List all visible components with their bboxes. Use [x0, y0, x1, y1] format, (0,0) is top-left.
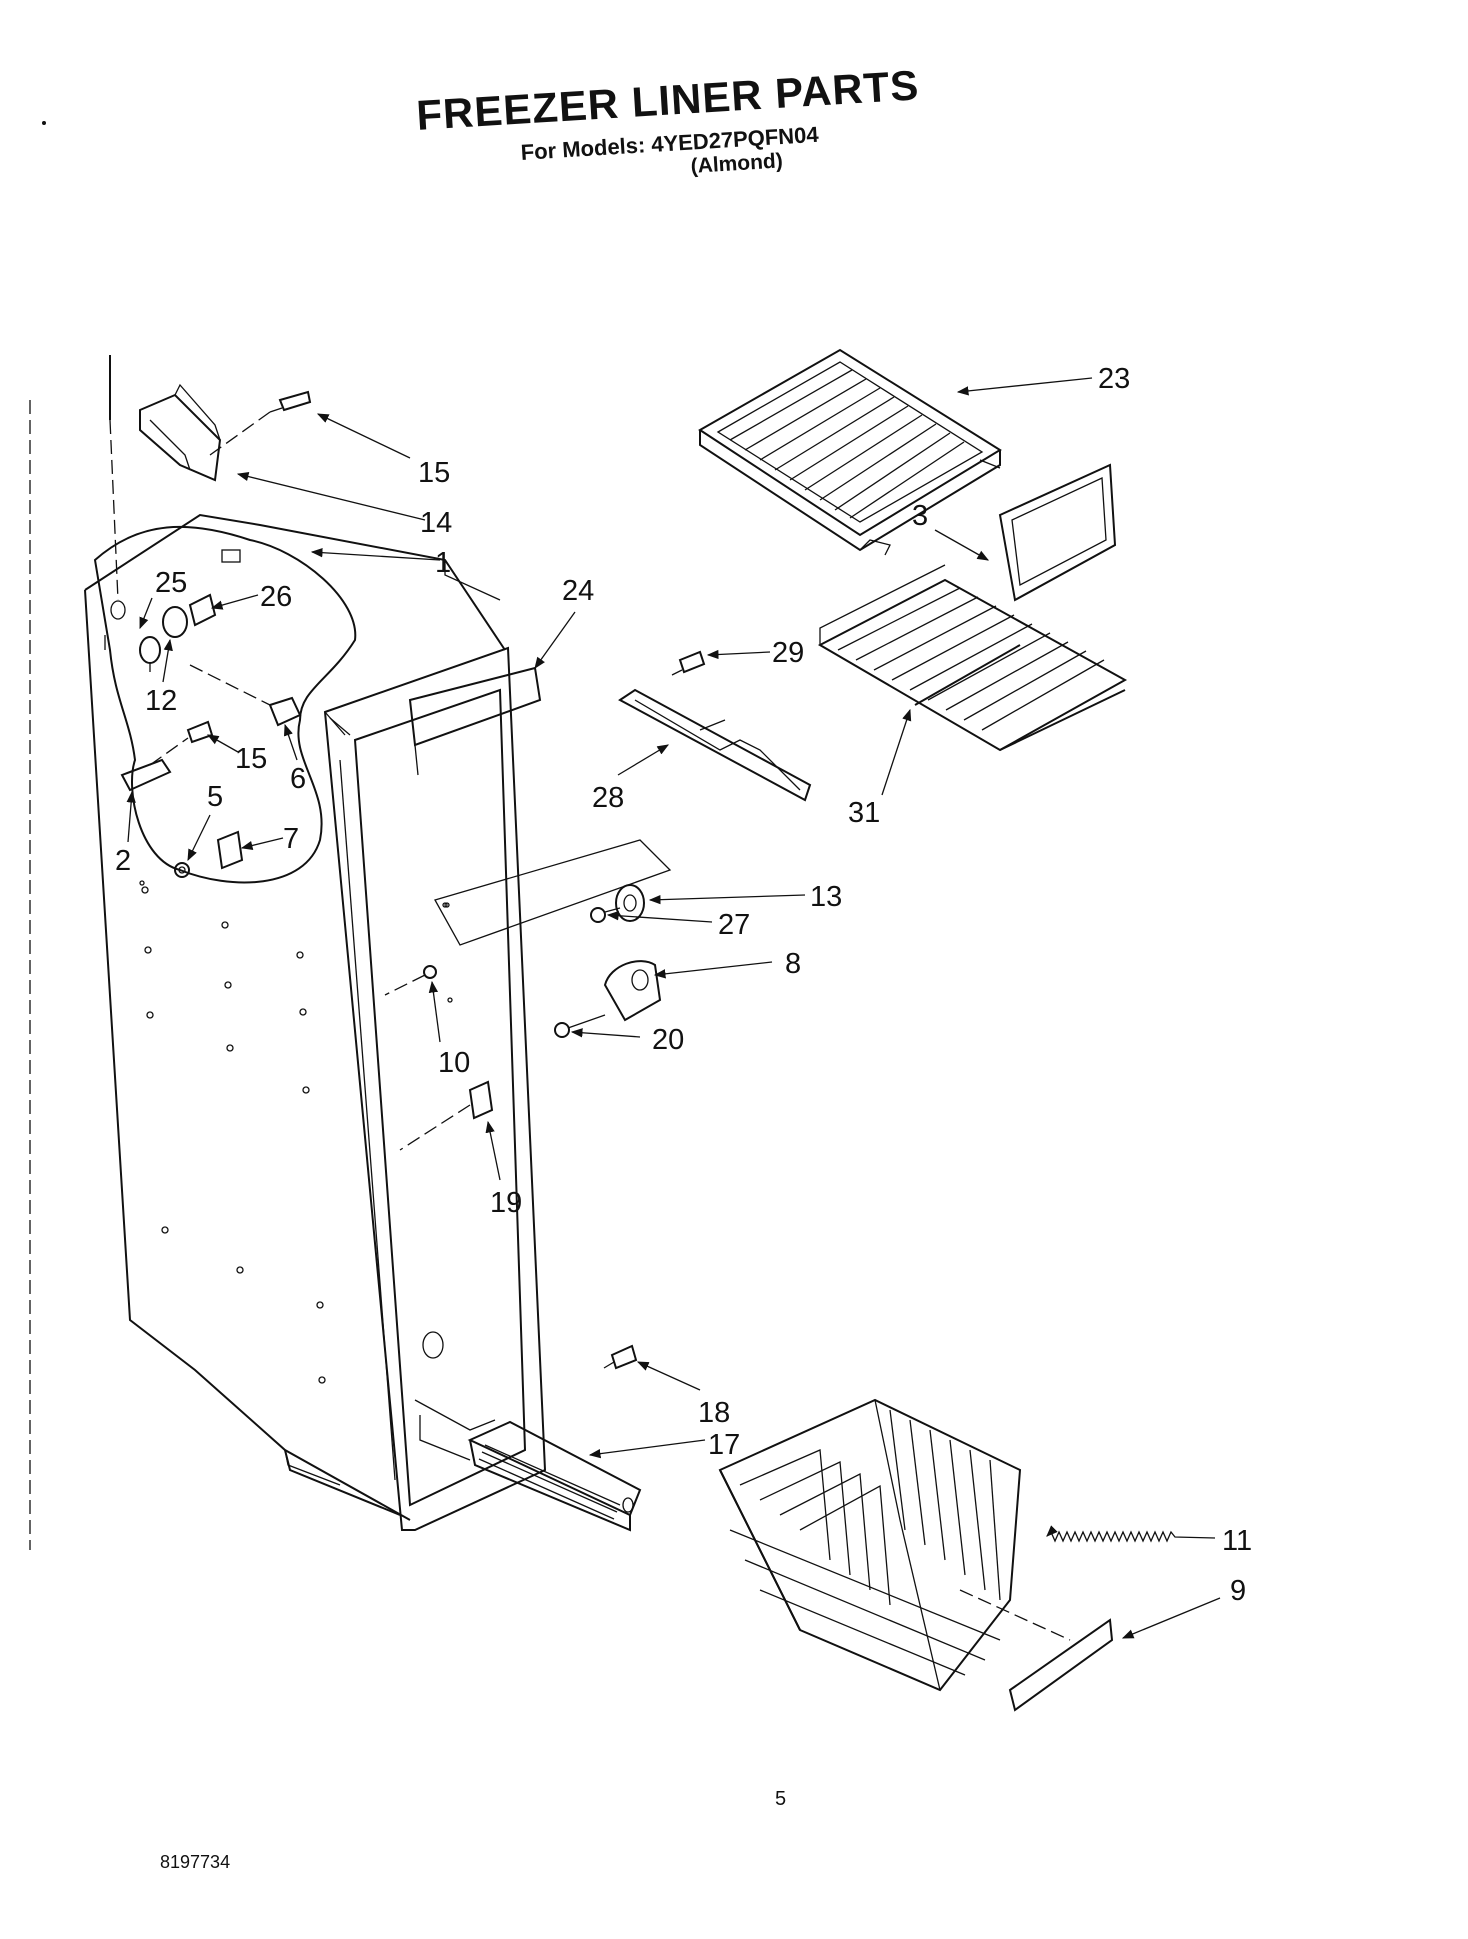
callout-3: 3 [912, 500, 928, 532]
callout-26: 26 [260, 581, 292, 613]
screw-part-20 [554, 1014, 606, 1038]
screw-part-29 [671, 650, 706, 676]
callout-25: 25 [155, 567, 187, 599]
callout-1: 1 [435, 547, 451, 579]
callout-10: 10 [438, 1047, 470, 1079]
control-panel-label [434, 839, 672, 946]
callout-15-middle: 15 [235, 743, 267, 775]
screw-part-18 [603, 1344, 638, 1370]
stud-part-10 [384, 965, 437, 996]
clip-part-6 [268, 696, 302, 727]
callout-6: 6 [290, 763, 306, 795]
grille-part-17 [467, 1420, 642, 1532]
housing-part-8 [603, 960, 662, 1022]
switch-part-7 [216, 830, 244, 870]
callout-31: 31 [848, 797, 880, 829]
callout-7: 7 [283, 823, 299, 855]
wire-basket-part-11 [718, 1398, 1071, 1692]
margin-marks [29, 121, 46, 1550]
callout-19: 19 [490, 1187, 522, 1219]
callout-24: 24 [562, 575, 594, 607]
page-number: 5 [775, 1788, 787, 1810]
callout-28: 28 [592, 782, 624, 814]
bracket-part-14 [139, 383, 222, 482]
bracket-part-2 [120, 758, 172, 792]
knob-part-13 [615, 884, 645, 922]
callout-29: 29 [772, 637, 804, 669]
freezer-liner-part-1 [84, 355, 547, 1531]
callout-18: 18 [698, 1397, 730, 1429]
document-number: 8197734 [160, 1852, 231, 1872]
connector-part-19 [399, 1080, 494, 1151]
wire-shelf-part-31 [817, 564, 1128, 752]
basket-trim-part-9 [1008, 1618, 1114, 1712]
callout-23: 23 [1098, 363, 1130, 395]
callout-17: 17 [708, 1429, 740, 1461]
light-assembly [139, 593, 271, 706]
callout-27: 27 [718, 909, 750, 941]
screw-part-15-top [209, 390, 312, 456]
shelf-rail-part-28 [618, 688, 812, 802]
callout-13: 13 [810, 881, 842, 913]
callout-5: 5 [207, 781, 223, 813]
shelf-trim-part-3 [998, 463, 1117, 602]
callout-leaders [126, 377, 1221, 1639]
callout-8: 8 [785, 948, 801, 980]
callout-9: 9 [1230, 1575, 1246, 1607]
screw-part-15-middle [149, 720, 214, 766]
callout-12: 12 [145, 685, 177, 717]
callout-20: 20 [652, 1024, 684, 1056]
liner-holes [139, 880, 453, 1384]
air-duct-part-24 [408, 666, 542, 776]
callout-11: 11 [1222, 1525, 1252, 1557]
callout-14: 14 [420, 507, 452, 539]
callout-15-top: 15 [418, 457, 450, 489]
shelf-part-23 [698, 348, 1002, 556]
callout-numbers: 23 15 14 1 3 25 26 24 29 12 15 6 28 31 5… [115, 363, 1252, 1607]
callout-2: 2 [115, 845, 131, 877]
screw-part-5 [174, 862, 190, 878]
